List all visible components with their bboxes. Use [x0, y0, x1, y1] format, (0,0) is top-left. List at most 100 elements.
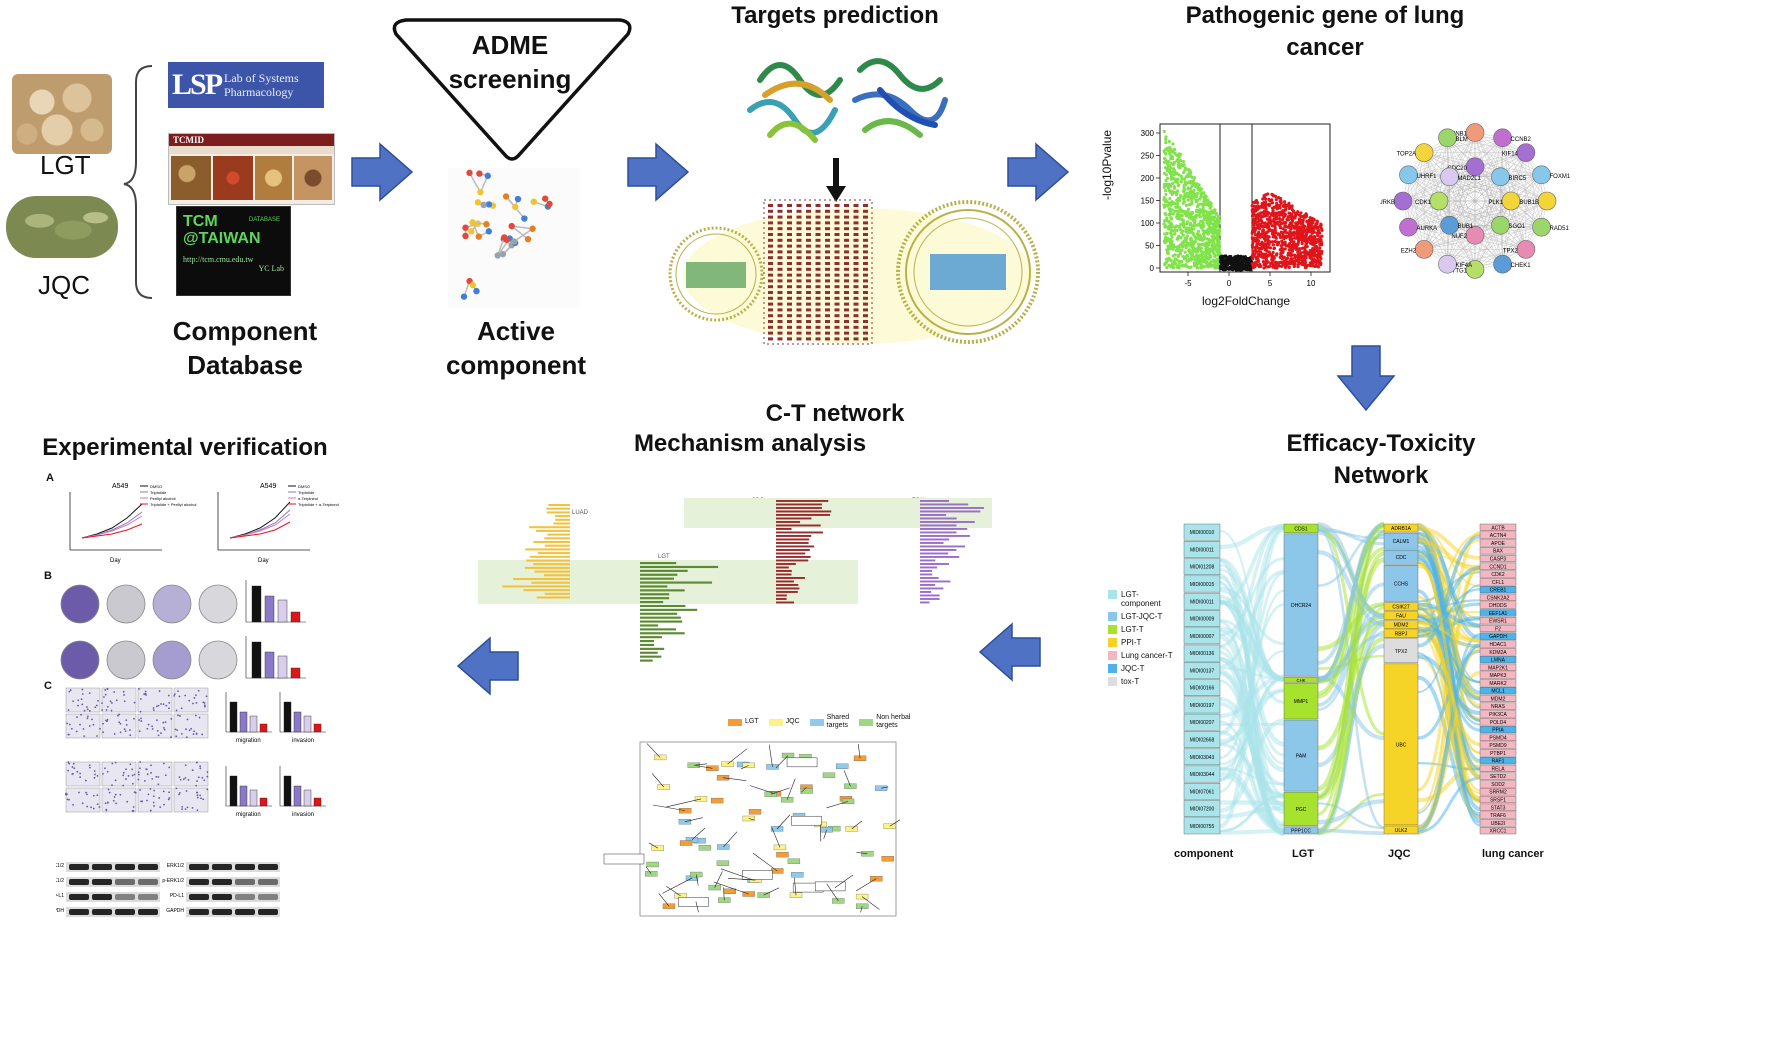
sankey-node: [1479, 547, 1517, 555]
ct-node: [834, 320, 840, 323]
ct-node: [796, 221, 802, 225]
volcano-point-down: [1165, 248, 1169, 252]
volcano-point-down: [1208, 206, 1212, 210]
enrichment-bar: [920, 559, 936, 562]
volcano-point-up: [1320, 228, 1324, 233]
volcano-point-down: [1199, 263, 1203, 267]
transwell-image: [173, 787, 209, 813]
ct-node: [844, 227, 849, 231]
ppi-node: [1414, 240, 1434, 259]
pathway-edge: [889, 819, 900, 827]
volcano-point-down: [1166, 176, 1170, 180]
volcano-point-up: [1264, 263, 1268, 267]
volcano-point-down: [1164, 137, 1168, 142]
sankey-node: [1283, 683, 1319, 720]
pathway-edge: [666, 886, 681, 897]
enrichment-bar: [544, 592, 570, 595]
pathway-edge: [723, 887, 725, 901]
pathway-edge: [775, 755, 789, 769]
volcano-point-up: [1303, 263, 1307, 268]
sankey-node-label: KDM2A: [1489, 650, 1507, 656]
lsp-logo-mark: LSP: [172, 68, 223, 101]
ct-node: [768, 209, 773, 213]
ct-node: [834, 267, 840, 271]
volcano-point-up: [1282, 230, 1286, 234]
volcano-point-down: [1182, 163, 1186, 167]
volcano-point-up: [1287, 265, 1291, 269]
volcano-point-down: [1169, 154, 1173, 158]
enrichment-bar: [776, 517, 812, 520]
ct-node: [796, 325, 802, 329]
volcano-point-down: [1166, 182, 1170, 187]
volcano-point-down: [1189, 171, 1193, 175]
ct-node: [806, 285, 811, 289]
ct-node: [815, 204, 821, 207]
enrichment-bar: [640, 640, 654, 643]
ct-node: [806, 204, 811, 207]
volcano-point-down: [1172, 201, 1176, 205]
ct-node: [834, 302, 840, 306]
pathway-legend-swatch: [728, 718, 742, 726]
ct-node: [806, 227, 811, 231]
volcano-point-ns: [1243, 266, 1247, 270]
sankey-flow: [1219, 829, 1285, 835]
ct-node: [787, 325, 792, 329]
transwell-image: [101, 761, 137, 787]
volcano-point-up: [1303, 214, 1307, 218]
volcano-point-up: [1255, 245, 1259, 249]
sankey-flow: [1417, 602, 1481, 628]
volcano-point-up: [1252, 213, 1256, 218]
enrichment-bar: [531, 581, 570, 584]
volcano-point-up: [1295, 227, 1299, 232]
enrichment-bar: [776, 528, 792, 530]
pathway-edge: [843, 770, 851, 787]
ct-node: [863, 279, 868, 283]
pathway-edge: [860, 906, 863, 913]
volcano-point-up: [1274, 194, 1278, 198]
volcano-point-down: [1162, 129, 1166, 133]
tcm-taiwan-lab: YC Lab: [258, 264, 284, 273]
enrichment-bar: [544, 574, 570, 577]
sankey-node: [1183, 558, 1221, 576]
enrichment-bar: [776, 549, 810, 551]
sankey-node-label: MMP1: [1294, 699, 1309, 705]
sankey-node-label: F2: [1495, 626, 1501, 632]
volcano-point-down: [1184, 228, 1188, 232]
volcano-point-up: [1290, 204, 1294, 208]
volcano-point-down: [1192, 233, 1196, 237]
sankey-node: [1383, 602, 1419, 611]
blot-lane-strip: [186, 862, 280, 872]
sankey-node: [1183, 523, 1221, 541]
enrichment-bar: [529, 526, 570, 529]
volcano-point-down: [1173, 225, 1177, 229]
volcano-point-down: [1178, 228, 1183, 232]
volcano-point-down: [1206, 213, 1211, 217]
volcano-point-up: [1319, 256, 1323, 260]
ct-node: [853, 285, 859, 289]
sankey-flow: [1317, 799, 1385, 825]
ct-node: [815, 314, 821, 318]
volcano-point-up: [1308, 223, 1312, 228]
ppi-gene-label: PTTG1: [1448, 268, 1468, 274]
volcano-point-down: [1180, 231, 1184, 235]
atom: [484, 172, 491, 180]
volcano-point-up: [1313, 226, 1318, 230]
volcano-point-up: [1297, 213, 1301, 217]
volcano-point-up: [1278, 213, 1282, 217]
ct-node: [815, 262, 821, 265]
tcm-taiwan-title: TCM @TAIWAN: [183, 213, 261, 247]
sankey-legend-item: Lung cancer-T: [1108, 651, 1188, 660]
volcano-point-down: [1208, 229, 1212, 234]
ct-node: [825, 337, 830, 341]
sankey-node: [1183, 731, 1221, 748]
ct-node: [806, 233, 811, 236]
enrichment-bar: [555, 518, 570, 521]
sankey-diagram: MIDI00010MIDI00011MIDI01208MIDI00015MIDI…: [1183, 521, 1517, 837]
ct-node: [796, 215, 802, 219]
ppi-node: [1429, 191, 1449, 211]
volcano-point-up: [1299, 261, 1303, 265]
volcano-point-down: [1177, 234, 1181, 239]
ct-node: [796, 337, 802, 341]
pathway-gene-box: [845, 826, 858, 832]
ct-node: [796, 267, 802, 271]
